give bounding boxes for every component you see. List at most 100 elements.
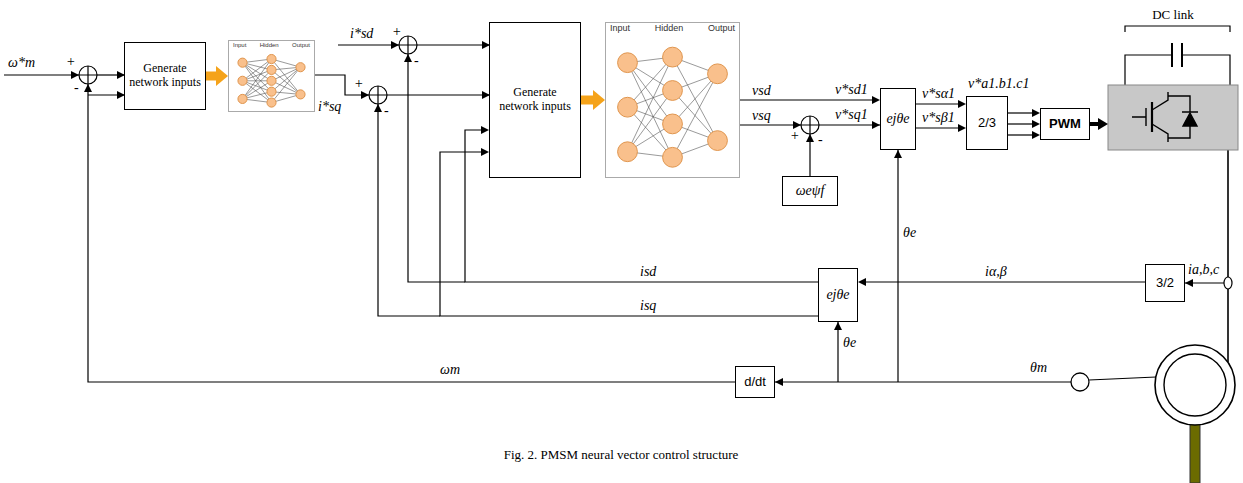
igbt-leads: [1152, 92, 1168, 142]
sum-junction: [79, 66, 97, 84]
sign-label: -: [74, 80, 79, 95]
sum-junction: [79, 66, 97, 84]
sign-label: +: [790, 128, 799, 143]
connector-line: [1090, 122, 1098, 126]
encoder-symbol: [1071, 373, 1089, 391]
connector: [916, 104, 958, 105]
diode-symbol: [1183, 113, 1197, 126]
sum-junction: [369, 86, 387, 104]
igbt-symbol: [1151, 102, 1153, 132]
network-neuron: [663, 114, 683, 134]
signal-label: v*sβ1: [922, 110, 955, 125]
encoder-link: [1089, 377, 1156, 380]
signal-wire: [819, 124, 880, 125]
connector-line: [581, 96, 593, 105]
signal-label: i*sd: [350, 26, 373, 41]
rotation-box: ejθe: [818, 268, 858, 322]
signal-label: θm: [1030, 360, 1047, 375]
sum-junction: [369, 86, 387, 104]
neural-network: Input Hidden Output: [605, 22, 740, 178]
layer-caption: Input: [233, 42, 246, 49]
connector-line: [1008, 112, 1032, 113]
current-feedback-wire: [378, 104, 440, 316]
connector-line: [866, 281, 1145, 282]
signal-label: θe: [843, 335, 856, 350]
motor-shaft: [1190, 423, 1200, 483]
sign-label: +: [392, 24, 401, 39]
signal-label: ωm: [440, 362, 460, 377]
signal-wire: [4, 74, 79, 75]
sum-junction: [79, 66, 97, 84]
signal-wire: [417, 44, 490, 45]
connector-line: [1008, 123, 1032, 124]
network-neuron: [663, 147, 683, 167]
sum-junction: [801, 116, 819, 134]
rotation-box: ejθe: [880, 88, 916, 150]
connector: [581, 100, 593, 101]
network-neuron: [267, 65, 276, 74]
box-text: d/dt: [744, 375, 766, 389]
transform-box: 3/2: [1145, 264, 1185, 302]
sign-label: +: [66, 54, 75, 69]
figure-caption: Fig. 2. PMSM neural vector control struc…: [504, 447, 739, 463]
network-neuron: [663, 47, 683, 67]
connector: [1008, 113, 1032, 135]
network-neuron: [267, 54, 276, 63]
signal-label: v*sd1: [835, 82, 868, 97]
layer-caption: Output: [292, 42, 310, 49]
angle-wire: [897, 150, 898, 382]
network-neuron: [618, 142, 638, 162]
signal-wire: [387, 94, 490, 95]
signal-label: vsq: [752, 108, 771, 123]
sign-label: +: [354, 76, 363, 91]
connector: [866, 282, 1145, 283]
sum-junction: [369, 86, 387, 104]
connector: [740, 100, 872, 101]
signal-label: v*a1.b1.c1: [968, 76, 1029, 91]
angle-wire: [775, 381, 1071, 382]
connector: [206, 76, 216, 77]
neural-network: InputHiddenOutput: [228, 40, 315, 112]
dc-link-symbol: [1125, 26, 1230, 85]
network-neuron: [296, 63, 305, 72]
pwm-box: PWM: [1040, 108, 1090, 140]
igbt-gate: [1132, 108, 1146, 126]
signal-wire: [809, 134, 810, 176]
layer-caption: Input: [610, 24, 630, 34]
network-neuron: [267, 98, 276, 107]
network-neuron: [238, 94, 247, 103]
sum-junction: [399, 36, 417, 54]
network-picture: [238, 47, 727, 167]
sign-label: -: [414, 53, 419, 68]
signal-wire: [97, 74, 125, 75]
transform-box: 2/3: [966, 96, 1008, 150]
inverter: DC link: [1108, 8, 1238, 150]
sum-junction: [801, 116, 819, 134]
signal-label: isq: [640, 298, 656, 313]
sum-junction: [79, 36, 819, 134]
motor-symbol: [1164, 354, 1226, 416]
signal-label: v*sq1: [835, 107, 868, 122]
signal-wire: [315, 75, 369, 95]
layer-caption: Hidden: [655, 24, 684, 34]
derivative-box: d/dt: [735, 366, 775, 398]
layer-caption: Output: [708, 24, 735, 34]
connector-line: [740, 99, 872, 100]
power-wire: [1227, 150, 1229, 362]
sum-junction: [801, 116, 819, 134]
dc-link-bracket: [1125, 26, 1230, 32]
network-neuron: [296, 90, 305, 99]
connector-line: [1008, 134, 1032, 135]
network-neuron: [618, 53, 638, 73]
sign-label: -: [818, 132, 823, 147]
flux-term-box: ωeψf: [782, 176, 838, 206]
network-link: [243, 70, 272, 99]
box-text: ejθe: [886, 111, 909, 126]
network-neuron: [267, 87, 276, 96]
box-text: ωeψf: [796, 183, 825, 198]
network-neuron: [708, 64, 728, 84]
box-text: 3/2: [1156, 276, 1174, 290]
signal-wire: [338, 44, 399, 45]
